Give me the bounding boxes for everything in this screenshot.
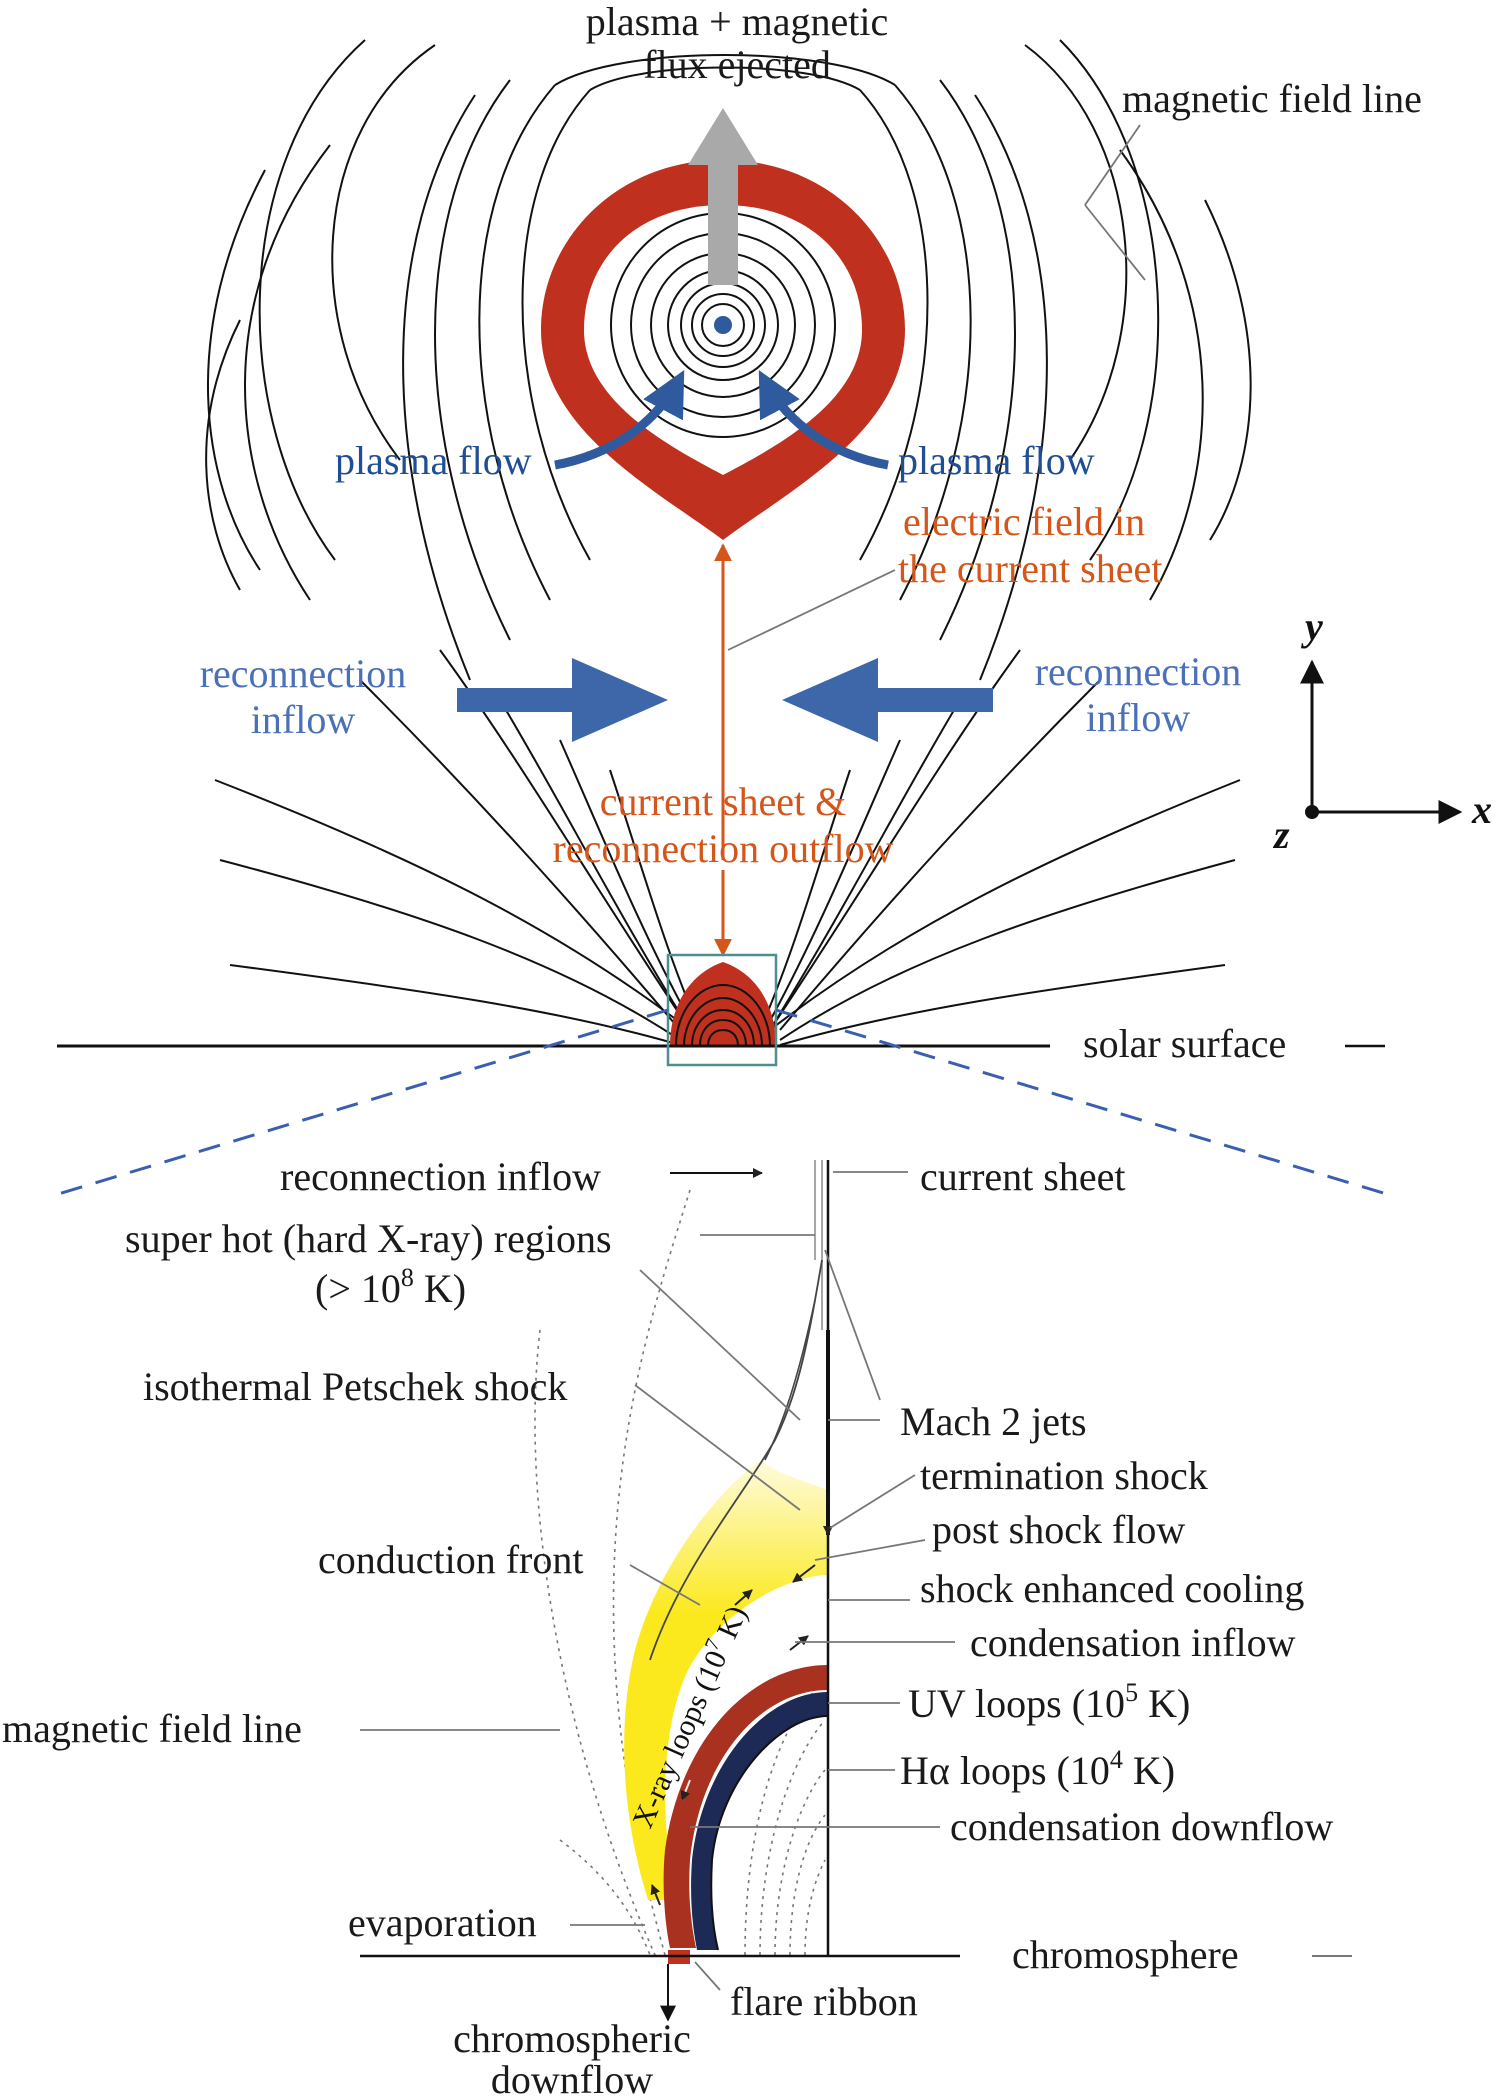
label-flare-ribbon: flare ribbon — [730, 1979, 918, 2024]
label-inflow-left-1: reconnection — [200, 651, 407, 696]
label-reconnection-inflow: reconnection inflow — [280, 1154, 601, 1199]
leader-field-line-top — [1084, 124, 1141, 206]
field-lines-top — [205, 39, 1252, 681]
zoom-panel — [360, 1160, 1352, 2022]
label-conduction-front: conduction front — [318, 1537, 584, 1582]
coordinate-axes: y x z — [1272, 604, 1492, 857]
label-post-shock-flow: post shock flow — [932, 1507, 1185, 1552]
label-chromo-downflow-1: chromospheric — [453, 2016, 691, 2061]
label-super-hot: super hot (hard X-ray) regions — [125, 1216, 612, 1261]
label-ejected-2: flux ejected — [643, 42, 831, 87]
label-super-hot-temp: (> 108 K) — [315, 1263, 466, 1311]
uv-prefix: UV loops (10 — [908, 1681, 1125, 1726]
plasma-flow-arrows — [554, 370, 889, 470]
label-uv-loops: UV loops (105 K) — [908, 1678, 1190, 1726]
label-inflow-right-1: reconnection — [1035, 649, 1242, 694]
label-inflow-right-2: inflow — [1086, 695, 1191, 740]
ejection-arrow — [688, 108, 758, 285]
label-condensation-downflow: condensation downflow — [950, 1804, 1333, 1849]
label-halpha-loops: Hα loops (104 K) — [900, 1745, 1175, 1793]
label-condensation-inflow: condensation inflow — [970, 1620, 1296, 1665]
label-electric-field-1: electric field in — [903, 499, 1145, 544]
ha-suffix: K) — [1123, 1748, 1175, 1793]
reconnection-inflow-arrows — [457, 658, 993, 742]
post-flare-loop — [670, 962, 776, 1047]
label-current-sheet-2: reconnection outflow — [553, 826, 894, 871]
uv-exp: 5 — [1125, 1678, 1138, 1707]
ha-exp: 4 — [1110, 1745, 1123, 1774]
label-petschek: isothermal Petschek shock — [143, 1364, 567, 1409]
label-mach-jets: Mach 2 jets — [900, 1399, 1087, 1444]
label-current-sheet-1: current sheet & — [600, 779, 847, 824]
super-hot-temp-prefix: (> 10 — [315, 1266, 401, 1311]
label-shock-cooling: shock enhanced cooling — [920, 1566, 1304, 1611]
label-termination-shock: termination shock — [920, 1453, 1208, 1498]
current-sheet-arrows — [714, 543, 896, 957]
label-chromosphere: chromosphere — [1012, 1932, 1239, 1977]
super-hot-temp-exp: 8 — [401, 1263, 414, 1292]
label-current-sheet: current sheet — [920, 1154, 1125, 1199]
label-solar-surface: solar surface — [1083, 1021, 1286, 1066]
axis-label-x: x — [1471, 787, 1492, 832]
label-inflow-left-2: inflow — [251, 697, 356, 742]
label-electric-field-2: the current sheet — [898, 546, 1162, 591]
label-chromo-downflow-2: downflow — [491, 2057, 653, 2100]
label-field-line-bottom: magnetic field line — [2, 1706, 302, 1751]
label-plasma-flow-right: plasma flow — [898, 438, 1095, 483]
label-field-line-top: magnetic field line — [1122, 76, 1422, 121]
super-hot-temp-suffix: K) — [414, 1266, 466, 1311]
label-ejected-1: plasma + magnetic — [586, 0, 888, 44]
label-plasma-flow-left: plasma flow — [335, 438, 532, 483]
uv-suffix: K) — [1138, 1681, 1190, 1726]
label-evaporation: evaporation — [348, 1900, 537, 1945]
ha-prefix: Hα loops (10 — [900, 1748, 1110, 1793]
axis-label-y: y — [1301, 604, 1323, 649]
axis-label-z: z — [1272, 812, 1290, 857]
